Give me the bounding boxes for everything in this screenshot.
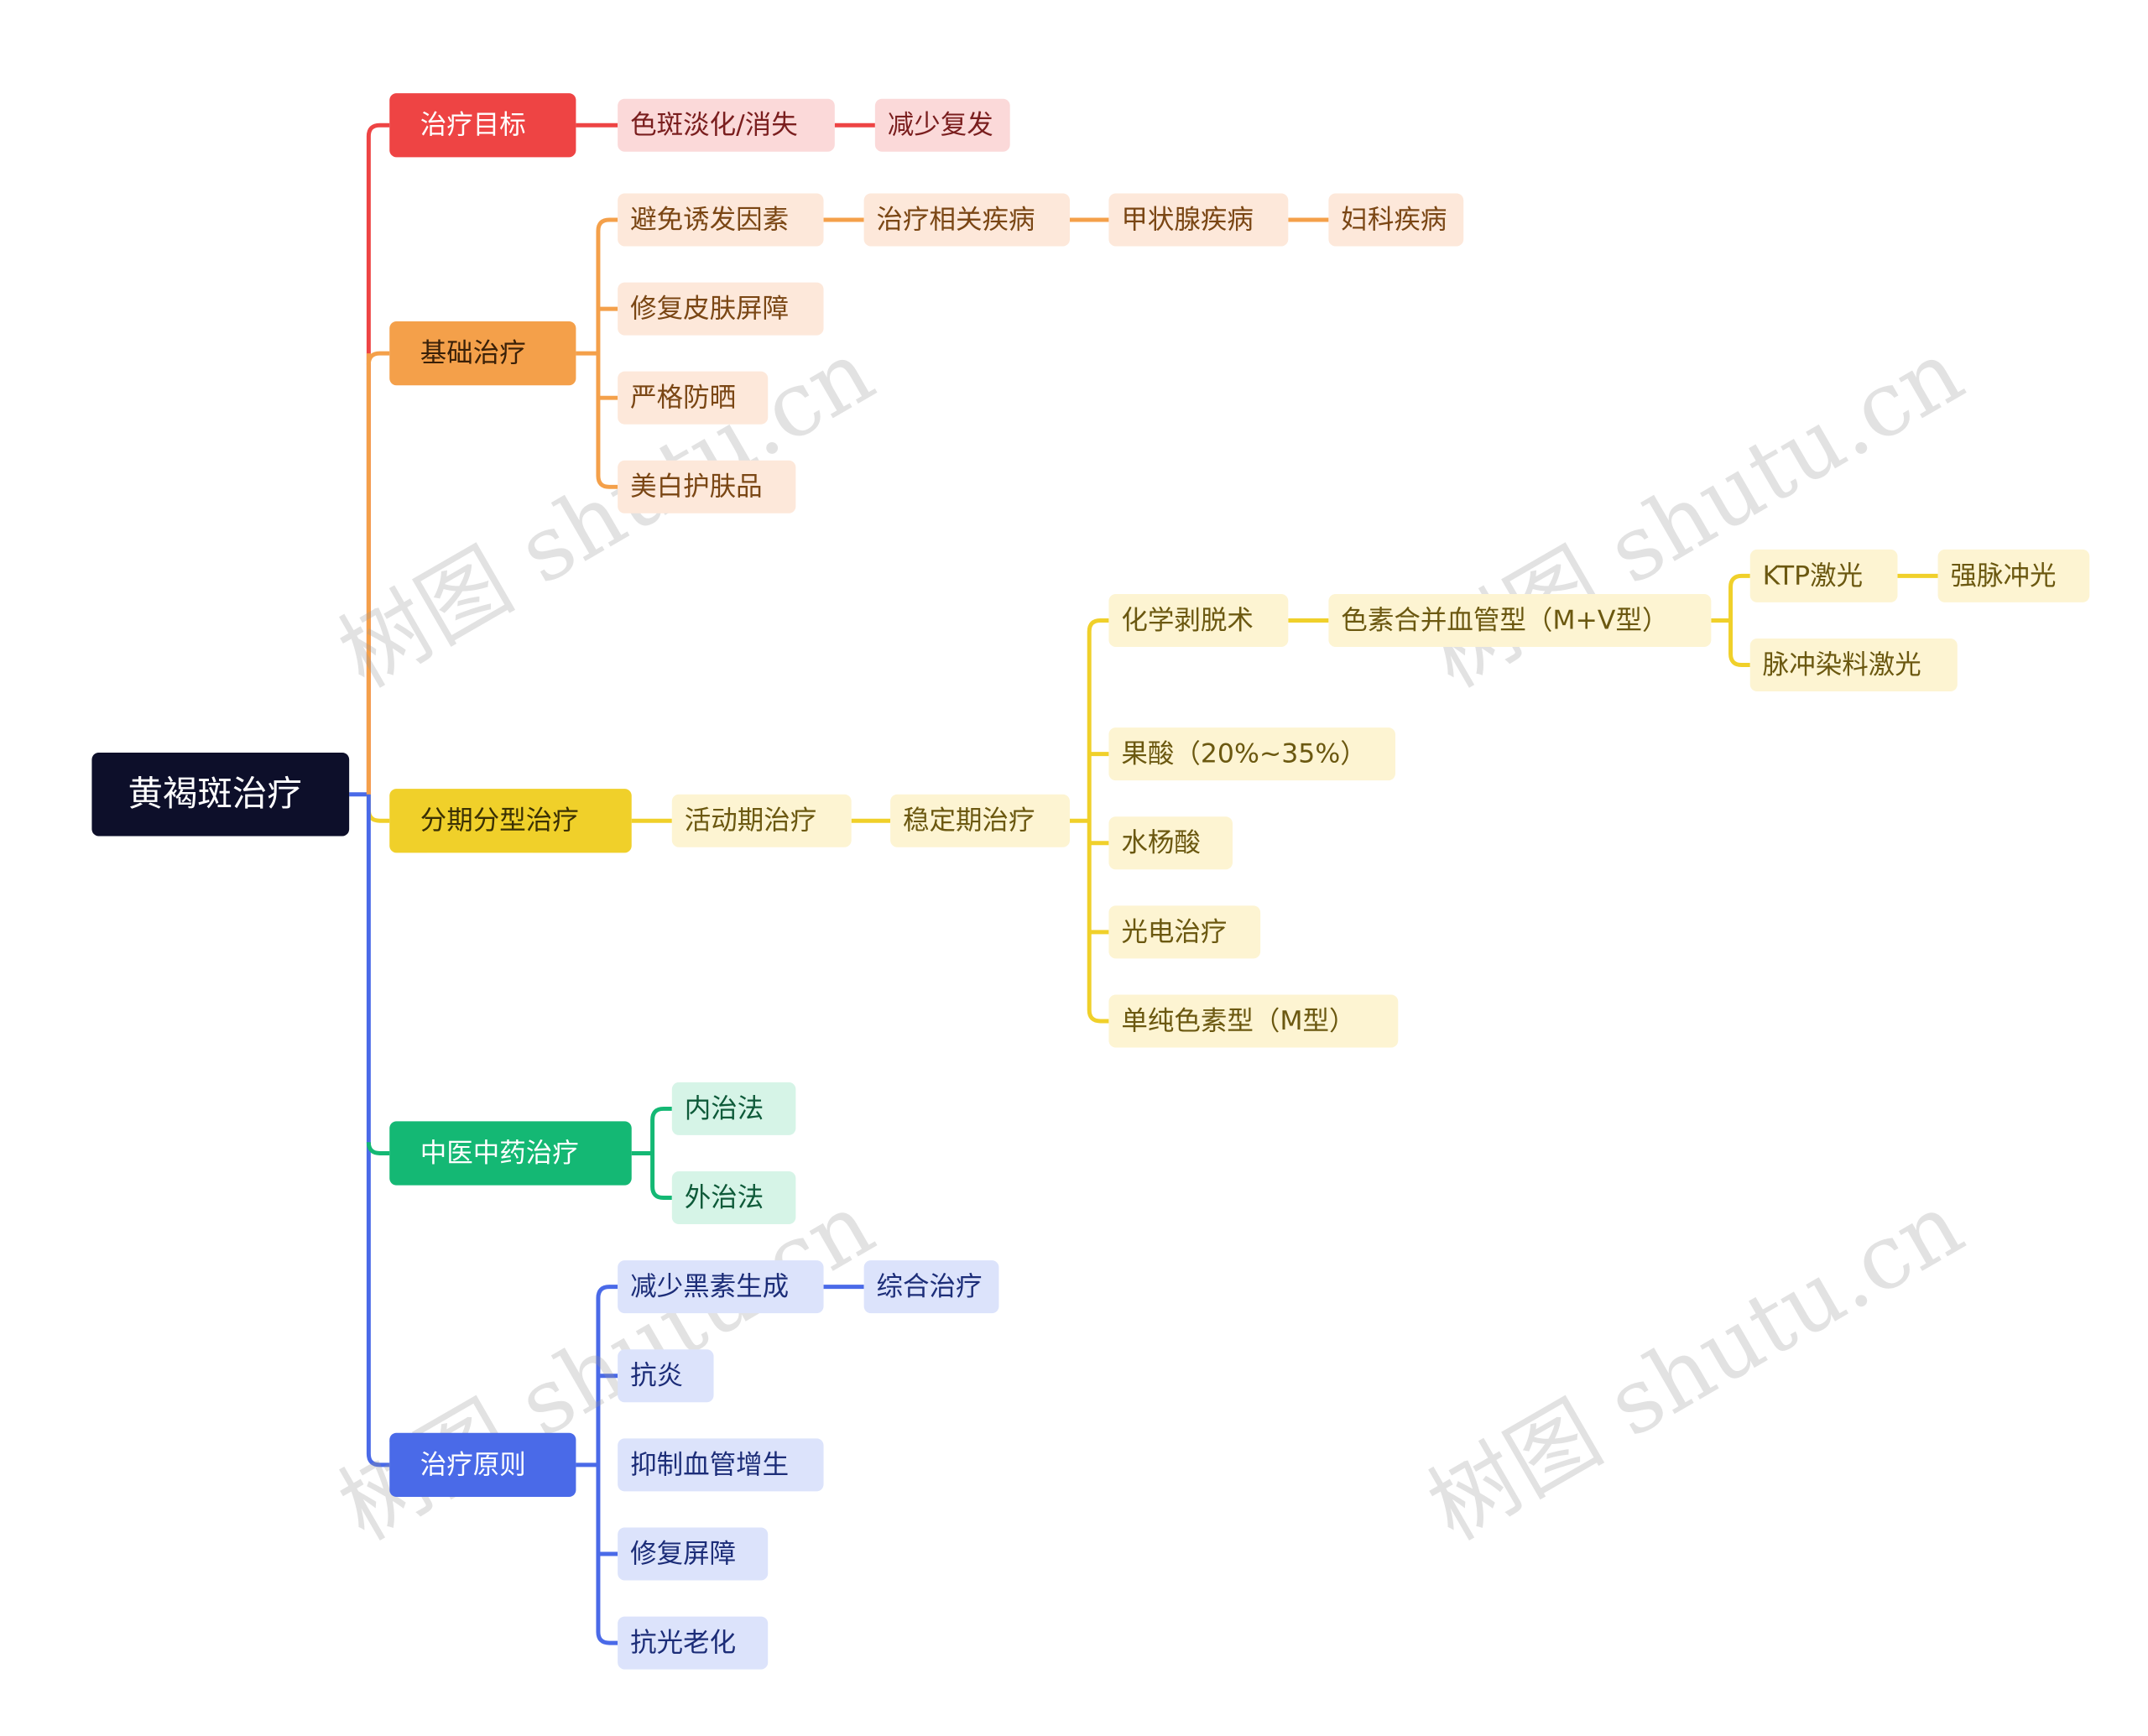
branch-principle[interactable]: 治疗原则	[389, 1432, 576, 1498]
goal-item[interactable]: 色斑淡化/消失	[618, 98, 835, 152]
principle-combined[interactable]: 综合治疗	[863, 1260, 999, 1314]
tcm-item[interactable]: 内治法	[671, 1082, 796, 1135]
staged-item[interactable]: 光电治疗	[1108, 905, 1261, 959]
principle-reduce[interactable]: 减少黑素生成	[618, 1260, 824, 1314]
staged-stable[interactable]: 稳定期治疗	[890, 794, 1071, 847]
staged-pdl[interactable]: 脉冲染料激光	[1749, 639, 1958, 692]
root-node[interactable]: 黄褐斑治疗	[91, 752, 350, 837]
staged-ipl[interactable]: 强脉冲光	[1937, 549, 2090, 602]
basic-chain-item[interactable]: 妇科疾病	[1328, 193, 1464, 247]
staged-mixed[interactable]: 色素合并血管型（M+V型）	[1328, 593, 1712, 647]
staged-ktp[interactable]: KTP激光	[1749, 549, 1898, 602]
basic-avoid[interactable]: 避免诱发因素	[618, 193, 824, 247]
basic-item[interactable]: 严格防晒	[618, 371, 769, 425]
staged-item[interactable]: 果酸（20%~35%）	[1108, 727, 1395, 781]
basic-item[interactable]: 美白护肤品	[618, 460, 796, 514]
principle-item[interactable]: 抗炎	[618, 1349, 714, 1403]
basic-chain-item[interactable]: 甲状腺疾病	[1108, 193, 1289, 247]
staged-chem[interactable]: 化学剥脱术	[1108, 593, 1289, 647]
staged-item[interactable]: 水杨酸	[1108, 816, 1233, 870]
branch-staged[interactable]: 分期分型治疗	[389, 789, 632, 853]
goal-item[interactable]: 减少复发	[874, 98, 1010, 152]
staged-item[interactable]: 单纯色素型（M型）	[1108, 994, 1399, 1048]
principle-item[interactable]: 修复屏障	[618, 1527, 769, 1581]
branch-basic[interactable]: 基础治疗	[389, 321, 576, 386]
tcm-item[interactable]: 外治法	[671, 1171, 796, 1225]
principle-item[interactable]: 抑制血管增生	[618, 1438, 824, 1492]
principle-item[interactable]: 抗光老化	[618, 1616, 769, 1670]
staged-active[interactable]: 活动期治疗	[671, 794, 852, 847]
branch-tcm[interactable]: 中医中药治疗	[389, 1121, 632, 1186]
basic-item[interactable]: 修复皮肤屏障	[618, 282, 824, 336]
basic-chain-item[interactable]: 治疗相关疾病	[863, 193, 1071, 247]
branch-goal[interactable]: 治疗目标	[389, 93, 576, 158]
